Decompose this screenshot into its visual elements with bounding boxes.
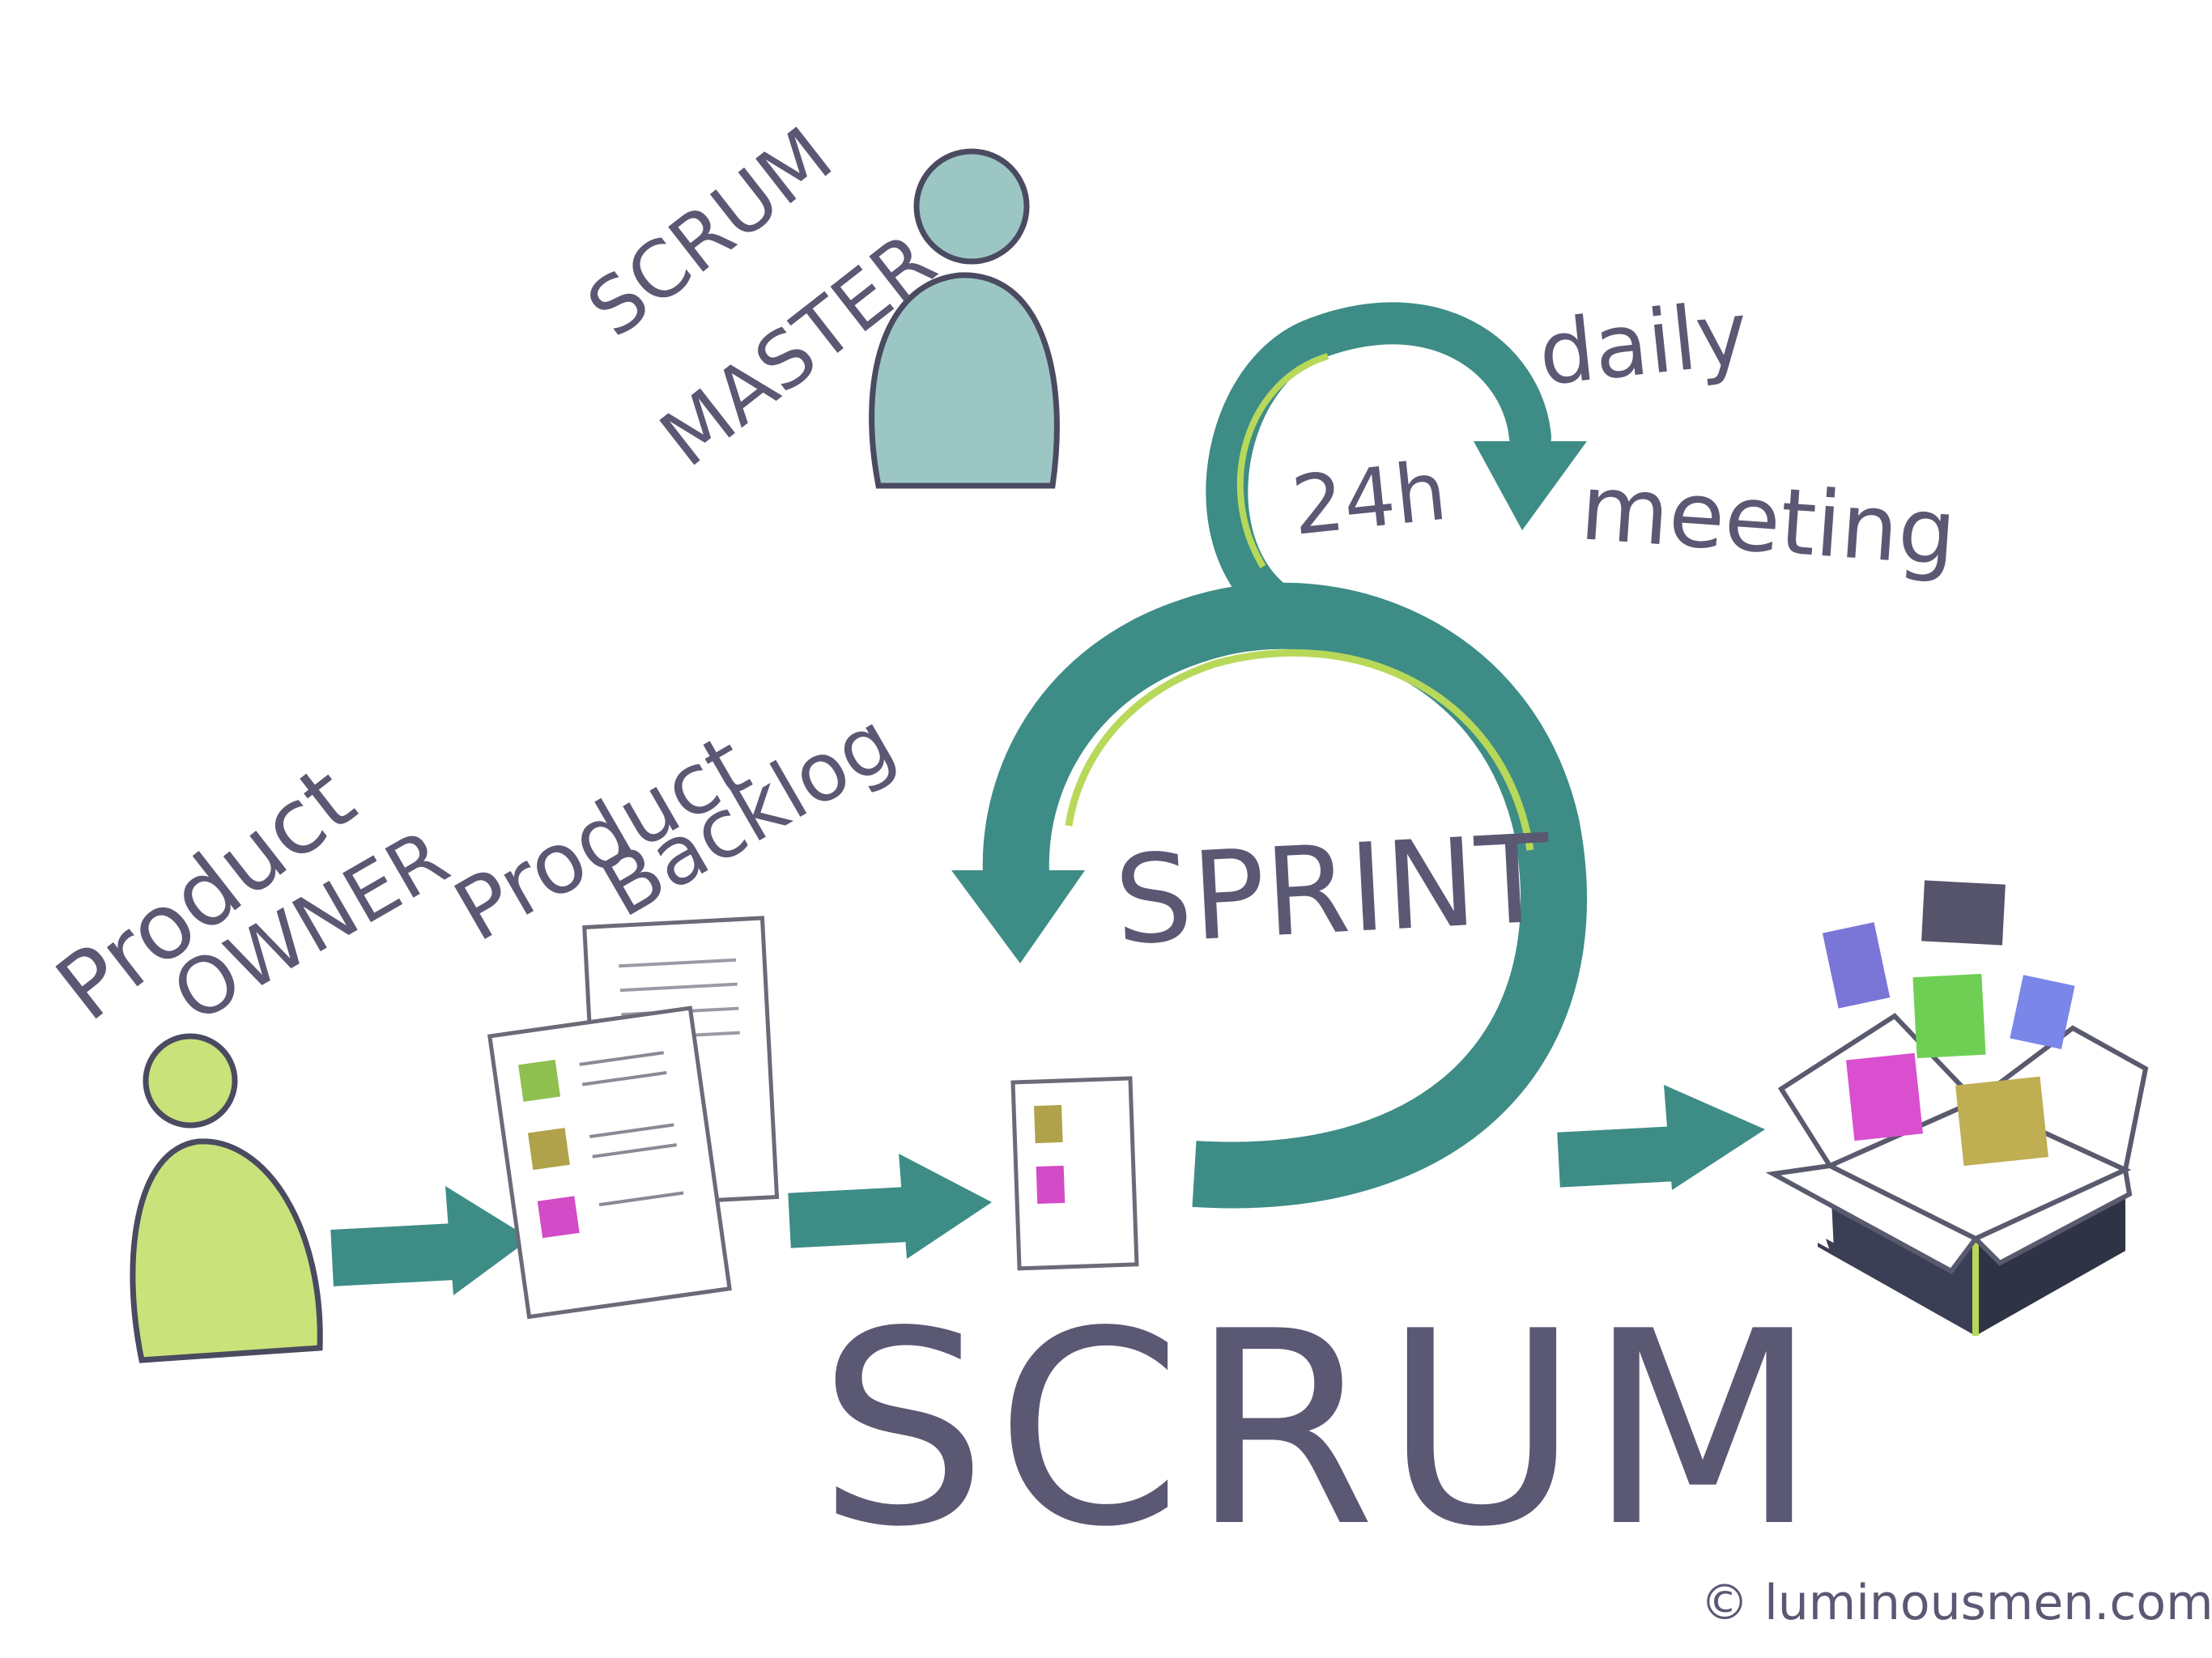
backlog-card-olive bbox=[527, 1128, 570, 1171]
sprint-backlog-page bbox=[1010, 1076, 1139, 1271]
daily-label-line2: meeting bbox=[1577, 455, 1959, 586]
scrum-master-figure bbox=[869, 148, 1060, 489]
scrum-title: SCRUM bbox=[818, 1274, 1826, 1585]
arrow-owner-to-backlog bbox=[330, 1186, 530, 1295]
increment-cube-purple bbox=[1822, 922, 1891, 1009]
arrow-sprint-to-increment bbox=[1557, 1085, 1765, 1190]
product-owner-head bbox=[143, 1033, 238, 1129]
increment-cube-olive bbox=[1955, 1076, 2048, 1167]
sprint-loop-arrowhead bbox=[951, 870, 1085, 963]
daily-label-line1: daily bbox=[1534, 283, 1753, 406]
scrum-master-body bbox=[869, 272, 1060, 489]
increment-box bbox=[1765, 880, 2149, 1336]
backlog-card-magenta bbox=[537, 1196, 580, 1239]
product-owner-body bbox=[130, 1138, 323, 1363]
daily-cycle-label: 24h bbox=[1287, 444, 1451, 554]
daily-loop-arrowhead bbox=[1474, 441, 1587, 530]
sprint-loop-arrow bbox=[951, 582, 1587, 1209]
increment-cube-dark bbox=[1921, 880, 2006, 946]
credit-text: © luminousmen.com bbox=[1700, 1575, 2212, 1631]
increment-cube-magenta bbox=[1846, 1052, 1923, 1141]
sprint-label: SPRINT bbox=[1112, 809, 1555, 972]
product-owner-figure bbox=[130, 1033, 323, 1363]
scrum-master-head bbox=[913, 148, 1030, 265]
increment-cube-blue bbox=[2010, 975, 2075, 1049]
arrow-backlog-to-sprint bbox=[788, 1154, 992, 1259]
product-backlog-documents bbox=[487, 916, 780, 1320]
daily-loop-arrow bbox=[1206, 302, 1587, 636]
backlog-card-green bbox=[518, 1059, 561, 1102]
box-flap-right bbox=[1971, 1025, 2149, 1174]
sprint-card-olive bbox=[1034, 1104, 1063, 1144]
backlog-front-page bbox=[487, 1005, 732, 1320]
sprint-card-magenta bbox=[1036, 1165, 1066, 1205]
box-flap-back bbox=[1971, 1166, 2133, 1266]
increment-cube-green bbox=[1912, 973, 1986, 1059]
